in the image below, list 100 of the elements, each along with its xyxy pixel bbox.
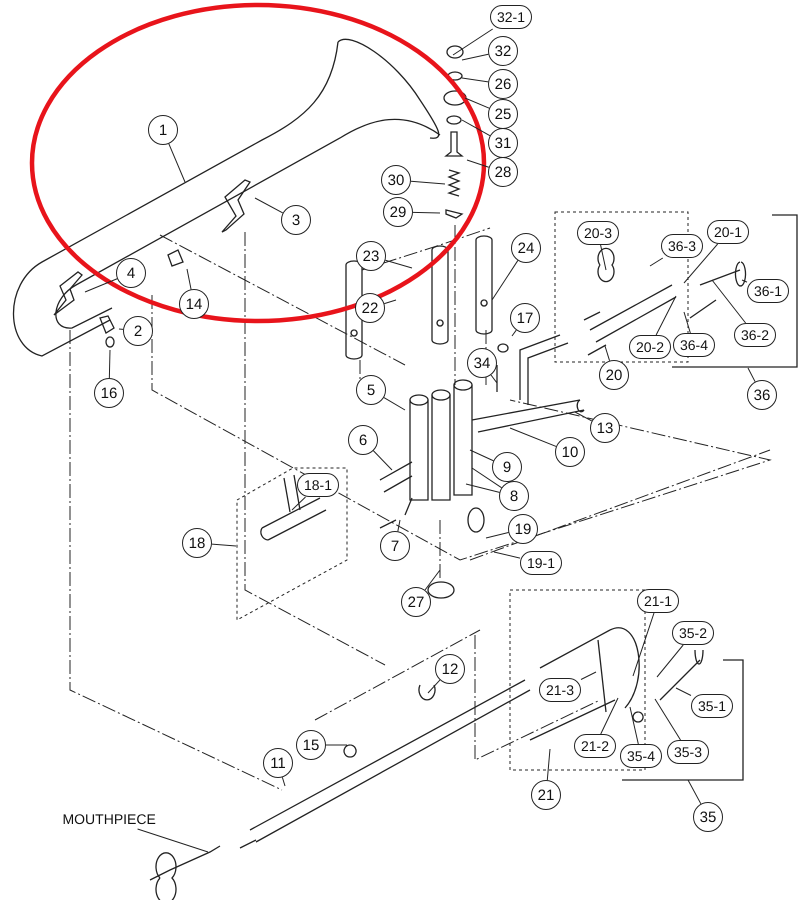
- callout-number: 9: [492, 452, 522, 482]
- leader-line: [424, 570, 440, 590]
- leader-line: [684, 244, 718, 284]
- callout-number: 13: [590, 413, 620, 443]
- leader-line: [211, 544, 236, 546]
- callout-number: 21-2: [574, 734, 616, 758]
- callout-number: 34: [467, 348, 497, 378]
- callout-number: 35-4: [620, 744, 662, 768]
- part-label: MOUTHPIECE: [62, 811, 156, 827]
- callout-number: 29: [383, 197, 413, 227]
- callout-number: 36-4: [673, 333, 715, 357]
- leader-line: [462, 120, 490, 136]
- callout-number: 18: [182, 528, 212, 558]
- leader-line: [292, 496, 306, 510]
- callout-number: 20: [599, 360, 629, 390]
- leader-line: [137, 828, 208, 852]
- leader-line: [384, 300, 396, 304]
- leader-line: [462, 54, 489, 60]
- leader-line: [410, 180, 446, 184]
- callout-number: 35: [693, 802, 723, 832]
- leader-line: [282, 776, 286, 786]
- leader-line: [383, 397, 406, 410]
- leader-line: [512, 330, 517, 336]
- callout-number: 2: [123, 316, 153, 346]
- callout-number: 14: [179, 289, 209, 319]
- leader-line: [494, 552, 520, 559]
- leader-line: [632, 612, 654, 676]
- leader-line: [118, 328, 124, 330]
- callout-number: 26: [488, 69, 518, 99]
- callout-number: 18-1: [297, 473, 339, 497]
- callout-number: 30: [381, 165, 411, 195]
- callout-number: 20-3: [577, 221, 619, 245]
- callout-number: 17: [510, 303, 540, 333]
- callout-number: 36-3: [661, 234, 703, 258]
- leader-line: [600, 244, 606, 270]
- leader-line: [510, 428, 557, 447]
- callout-number: 20-2: [629, 335, 671, 359]
- leader-line: [397, 520, 400, 532]
- leader-line: [186, 268, 192, 290]
- leader-line: [656, 644, 684, 678]
- leader-line: [604, 346, 610, 362]
- leader-line: [676, 688, 692, 696]
- callout-number: 21: [531, 780, 561, 810]
- leader-line: [580, 672, 596, 680]
- leader-line: [574, 412, 592, 422]
- leader-line: [630, 706, 639, 744]
- leader-line: [486, 532, 509, 538]
- callout-number: 36: [747, 380, 777, 410]
- callout-number: 6: [348, 425, 378, 455]
- callout-number: 15: [296, 730, 326, 760]
- leader-line: [168, 143, 186, 182]
- callout-number: 19: [508, 514, 538, 544]
- callout-number: 3: [281, 205, 311, 235]
- leader-line: [384, 260, 412, 268]
- callout-number: 8: [499, 481, 529, 511]
- leader-line: [688, 780, 702, 804]
- leader-line: [712, 280, 746, 324]
- leader-line: [466, 160, 490, 168]
- callout-number: 36-2: [734, 323, 776, 347]
- callout-number: 35-2: [672, 621, 714, 645]
- leader-line: [428, 680, 440, 694]
- leader-line: [470, 450, 494, 462]
- callout-number: 19-1: [520, 551, 562, 575]
- leader-line: [492, 260, 518, 300]
- callout-number: 35-3: [667, 740, 709, 764]
- leader-line: [650, 258, 664, 266]
- leader-line: [600, 698, 618, 734]
- callout-number: 32-1: [490, 5, 532, 29]
- leader-line: [372, 450, 392, 470]
- callout-number: 21-3: [539, 678, 581, 702]
- callout-number: 20-1: [707, 220, 749, 244]
- leader-line: [462, 78, 489, 82]
- callout-number: 25: [488, 99, 518, 129]
- callout-number: 36-1: [747, 279, 789, 303]
- callout-number: 11: [263, 748, 293, 778]
- leader-line: [452, 28, 494, 56]
- leader-line: [654, 698, 682, 740]
- callout-number: 32: [488, 36, 518, 66]
- callout-number: 7: [380, 531, 410, 561]
- callout-number: 1: [148, 115, 178, 145]
- callout-number: 21-1: [637, 589, 679, 613]
- leader-line: [684, 312, 691, 334]
- callout-number: 35-1: [691, 694, 733, 718]
- callout-number: 24: [511, 233, 541, 263]
- callout-number: 4: [116, 258, 146, 288]
- callout-number: 28: [488, 157, 518, 187]
- leader-line: [466, 484, 500, 493]
- callout-number: 16: [94, 378, 124, 408]
- callout-number: 23: [356, 241, 386, 271]
- leader-line: [472, 468, 502, 488]
- leader-line: [748, 368, 756, 382]
- leader-line: [464, 98, 490, 109]
- callout-number: 5: [356, 375, 386, 405]
- leader-line: [490, 374, 498, 384]
- callout-number: 10: [555, 437, 585, 467]
- callout-number: 31: [488, 128, 518, 158]
- leader-line: [108, 350, 110, 378]
- callout-number: 12: [435, 654, 465, 684]
- leader-line: [656, 296, 676, 336]
- leader-line: [326, 744, 348, 746]
